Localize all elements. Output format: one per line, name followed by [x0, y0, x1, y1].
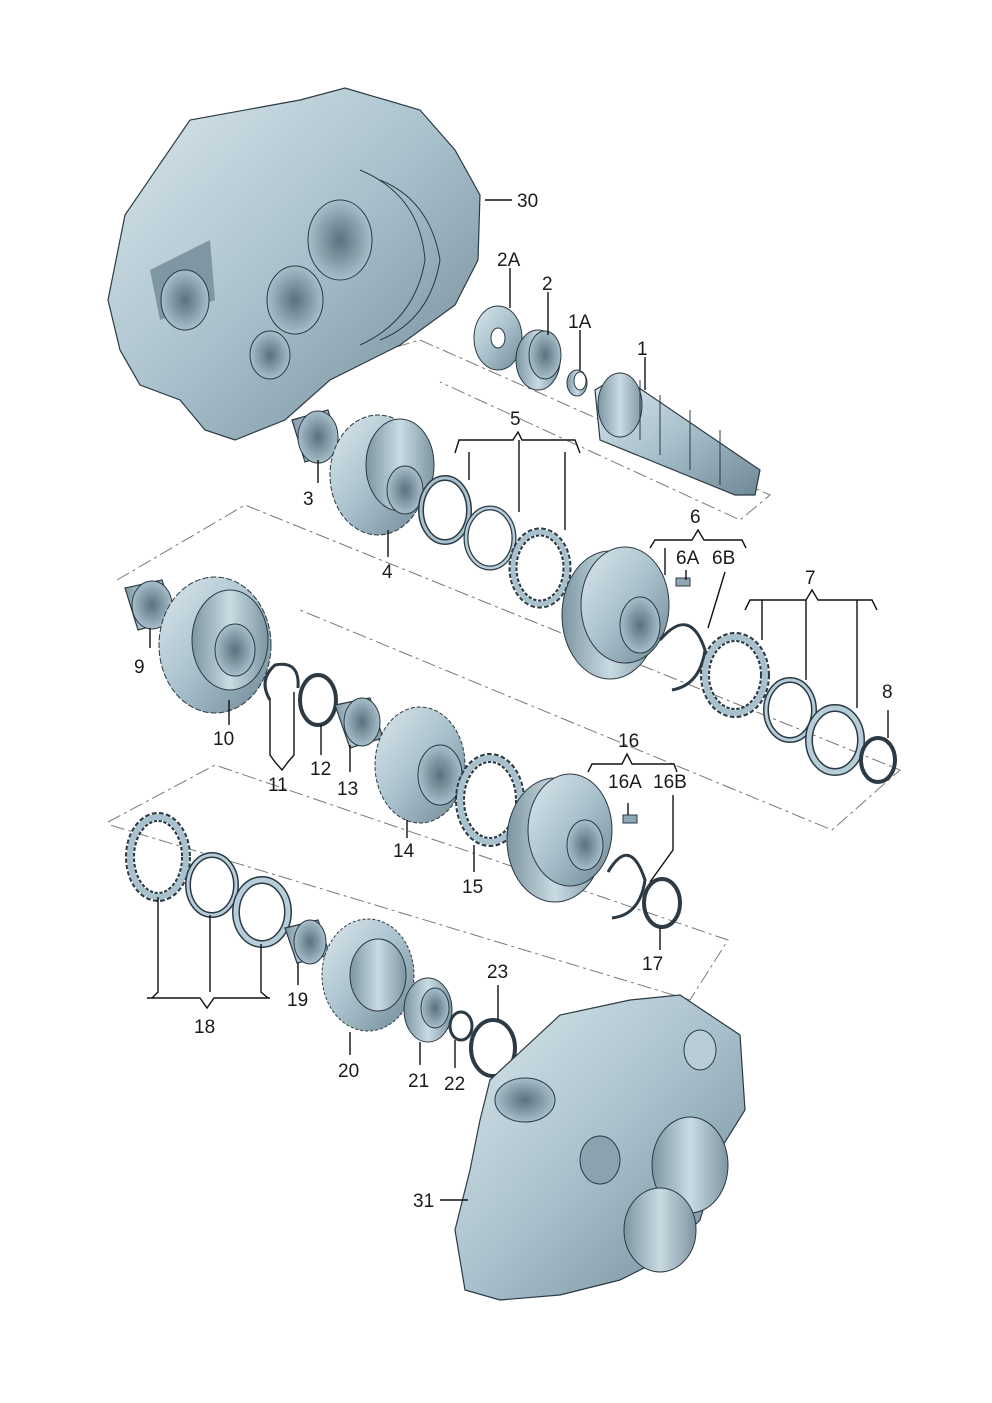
needle-bearing-19: [284, 919, 331, 965]
transmission-housing-31: [454, 994, 746, 1301]
synchro-hub-6: [561, 546, 670, 680]
synchro-rings-7: [700, 632, 865, 776]
circlip-6B: [658, 623, 707, 692]
label-16: 16: [618, 731, 639, 752]
gear-4: [329, 414, 435, 536]
bearing-2: [515, 329, 562, 391]
label-5: 5: [510, 409, 521, 430]
label-6B: 6B: [712, 548, 735, 569]
bushing-1A: [566, 369, 588, 397]
label-2: 2: [542, 274, 553, 295]
gear-14: [374, 706, 466, 824]
shim-2A: [473, 305, 523, 371]
input-shaft-1: [594, 372, 761, 496]
gear-10: [158, 576, 272, 714]
circlip-11: [263, 662, 300, 701]
label-22: 22: [444, 1074, 465, 1095]
label-17: 17: [642, 954, 663, 975]
label-16A: 16A: [608, 772, 642, 793]
key-16A: [622, 814, 638, 824]
ring-23: [469, 1018, 517, 1078]
label-18: 18: [194, 1017, 215, 1038]
label-15: 15: [462, 877, 483, 898]
ring-22: [448, 1010, 474, 1042]
needle-bearing-9: [124, 579, 176, 631]
label-10: 10: [213, 729, 234, 750]
label-3: 3: [303, 489, 314, 510]
label-23: 23: [487, 962, 508, 983]
label-6A: 6A: [676, 548, 700, 569]
key-6A: [675, 577, 691, 587]
needle-bearing-13: [334, 697, 384, 749]
ring-17: [642, 877, 682, 929]
synchro-rings-5: [418, 475, 572, 609]
ring-8: [859, 736, 897, 784]
synchro-rings-18: [125, 812, 292, 948]
bearing-21: [403, 977, 453, 1043]
label-21: 21: [408, 1071, 429, 1092]
gear-20: [321, 918, 415, 1032]
label-2A: 2A: [497, 250, 521, 271]
label-20: 20: [338, 1061, 359, 1082]
label-14: 14: [393, 841, 415, 862]
leader-lines: [147, 199, 889, 1201]
label-12: 12: [310, 759, 331, 780]
label-9: 9: [134, 657, 145, 678]
label-19: 19: [287, 990, 308, 1011]
transmission-housing-30: [107, 87, 481, 441]
label-6: 6: [690, 507, 701, 528]
synchro-hub-16: [506, 773, 613, 903]
label-16B: 16B: [653, 772, 687, 793]
label-4: 4: [382, 562, 393, 583]
circlip-16B: [606, 853, 647, 920]
label-7: 7: [805, 568, 816, 589]
label-1: 1: [637, 339, 648, 360]
label-31: 31: [413, 1191, 434, 1212]
label-8: 8: [882, 682, 893, 703]
label-30: 30: [517, 191, 538, 212]
part-number-labels: 30 2A 2 1A 1 5 3 4 6 6A 6B 7 8 9 10 11 1…: [134, 191, 893, 1212]
label-11: 11: [268, 775, 288, 796]
label-13: 13: [337, 779, 358, 800]
ring-12: [298, 673, 338, 727]
label-1A: 1A: [568, 312, 592, 333]
